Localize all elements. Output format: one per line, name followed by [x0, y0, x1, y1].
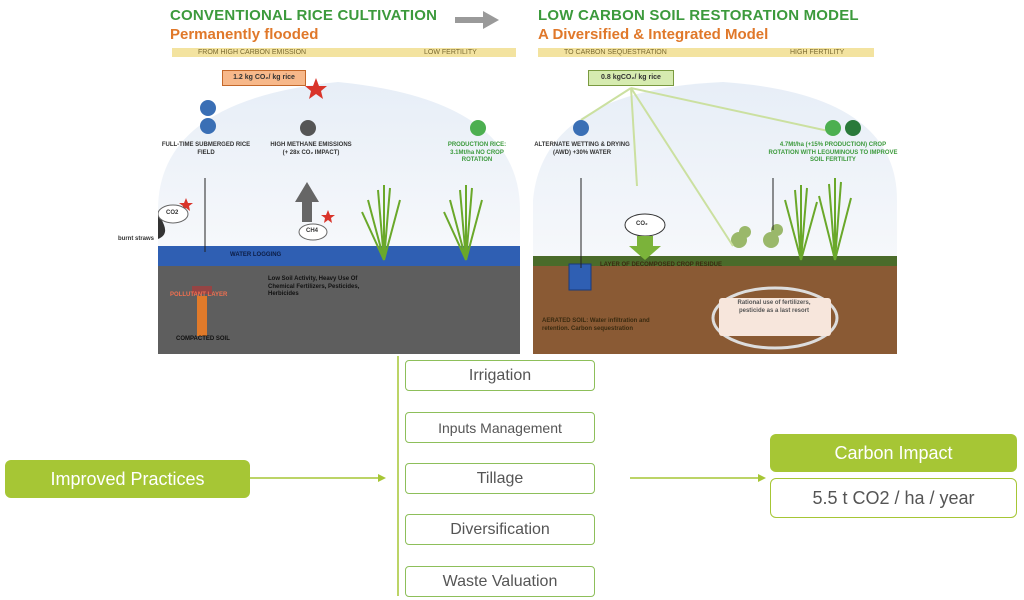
left-band: FROM HIGH CARBON EMISSION LOW FERTILITY [172, 48, 516, 57]
practice-diversification: Diversification [405, 514, 595, 545]
right-band: TO CARBON SEQUESTRATION HIGH FERTILITY [538, 48, 874, 57]
label-burnt-straws: burnt straws [118, 236, 155, 242]
label-rational: Rational use of fertilizers, pesticide a… [737, 300, 811, 314]
label-pollutant: POLLUTANT LAYER [170, 292, 228, 298]
practice-tillage: Tillage [405, 463, 595, 494]
left-subtitle: Permanently flooded [170, 26, 319, 43]
left-emission-box: 1.2 kg CO₂/ kg rice [222, 70, 306, 86]
label-awd: ALTERNATE WETTING & DRYING (AWD) +30% WA… [534, 142, 630, 156]
label-co2-left: CO2 [166, 210, 179, 216]
label-rotation: 4.7Mt/ha (+15% PRODUCTION) CROP ROTATION… [768, 142, 898, 163]
carbon-impact-title: Carbon Impact [770, 434, 1017, 472]
restoration-field-illustration [533, 82, 897, 354]
label-compacted: COMPACTED SOIL [176, 336, 230, 342]
right-title: LOW CARBON SOIL RESTORATION MODEL [538, 7, 859, 24]
left-title: CONVENTIONAL RICE CULTIVATION [170, 7, 438, 24]
practice-inputs-management: Inputs Management [405, 412, 595, 443]
right-emission-box: 0.8 kgCO₂/ kg rice [588, 70, 674, 86]
practice-irrigation: Irrigation [405, 360, 595, 391]
practices-bracket [250, 356, 399, 596]
label-soil-activity: Low Soil Activity, Heavy Use Of Chemical… [268, 276, 360, 297]
label-submerged: FULL-TIME SUBMERGED RICE FIELD [161, 142, 251, 156]
practice-waste-valuation: Waste Valuation [405, 566, 595, 597]
carbon-impact-value: 5.5 t CO2 / ha / year [770, 478, 1017, 518]
conventional-field-illustration [158, 78, 520, 354]
label-water-logging: WATER LOGGING [230, 252, 282, 258]
impact-arrow [630, 474, 766, 482]
improved-practices-box: Improved Practices [5, 460, 250, 498]
label-aerated: AERATED SOIL: Water infiltration and ret… [542, 318, 650, 332]
transition-arrow-icon [455, 11, 499, 29]
right-subtitle: A Diversified & Integrated Model [538, 26, 769, 43]
label-co2-right: CO₂ [636, 221, 648, 227]
label-methane: HIGH METHANE EMISSIONS (+ 28x CO₂ IMPACT… [270, 142, 352, 156]
label-production: PRODUCTION RICE: 3.1Mt/ha NO CROP ROTATI… [447, 142, 507, 163]
label-ch4: CH4 [306, 228, 319, 234]
label-cover: LAYER OF DECOMPOSED CROP RESIDUE [600, 262, 723, 268]
